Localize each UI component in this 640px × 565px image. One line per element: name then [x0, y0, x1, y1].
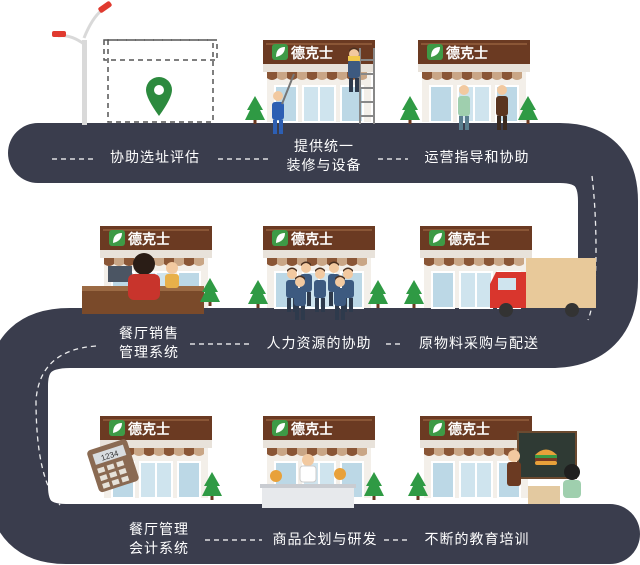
site-evaluation-illustration — [52, 1, 218, 125]
location-pin-icon — [146, 77, 172, 116]
step-label-line: 装修与设备 — [286, 158, 362, 174]
step-operations: 运营指导和协助 — [412, 148, 542, 168]
supply-delivery-illustration — [404, 225, 596, 317]
step-decoration: 提供统一 装修与设备 — [268, 138, 380, 176]
step-label-line: 商品企划与研发 — [272, 532, 378, 548]
step-accounting: 餐厅管理 会计系统 — [114, 521, 204, 559]
step-label-line: 会计系统 — [129, 541, 189, 557]
brand-sign-decor: 德克士 — [291, 45, 333, 62]
step-site-evaluation: 协助选址评估 — [100, 148, 210, 168]
pos-system-illustration — [82, 225, 220, 314]
step-label-line: 原物料采购与配送 — [419, 336, 539, 352]
step-hr: 人力资源的协助 — [252, 334, 386, 354]
delivery-truck-icon — [490, 258, 596, 317]
training-illustration — [408, 415, 581, 504]
burger-icon — [535, 449, 557, 465]
brand-sign-supply: 德克士 — [448, 231, 490, 248]
brand-sign-edu: 德克士 — [448, 421, 490, 438]
step-label-line: 餐厅管理 — [129, 522, 189, 538]
step-label-line: 餐厅销售 — [119, 326, 179, 342]
brand-sign-acct: 德克士 — [128, 421, 170, 438]
brand-sign-rnd: 德克士 — [291, 421, 333, 438]
operations-illustration — [400, 39, 538, 130]
step-label-line: 协助选址评估 — [110, 150, 200, 166]
decoration-illustration — [245, 39, 376, 134]
step-pos-system: 餐厅销售 管理系统 — [104, 325, 194, 363]
step-label-line: 管理系统 — [119, 345, 179, 361]
step-rnd: 商品企划与研发 — [264, 530, 386, 550]
step-supply: 原物料采购与配送 — [404, 334, 554, 354]
step-label-line: 提供统一 — [294, 139, 354, 155]
step-label-line: 人力资源的协助 — [266, 336, 372, 352]
rnd-illustration — [260, 415, 384, 508]
brand-sign-pos: 德克士 — [128, 231, 170, 248]
step-training: 不断的教育培训 — [410, 530, 544, 550]
step-label-line: 不断的教育培训 — [424, 532, 530, 548]
brand-sign-hr: 德克士 — [291, 231, 333, 248]
step-label-line: 运营指导和协助 — [424, 150, 530, 166]
calculator-icon: 1234 — [87, 439, 139, 493]
accounting-illustration: 1234 — [87, 415, 222, 500]
brand-sign-ops: 德克士 — [446, 45, 488, 62]
